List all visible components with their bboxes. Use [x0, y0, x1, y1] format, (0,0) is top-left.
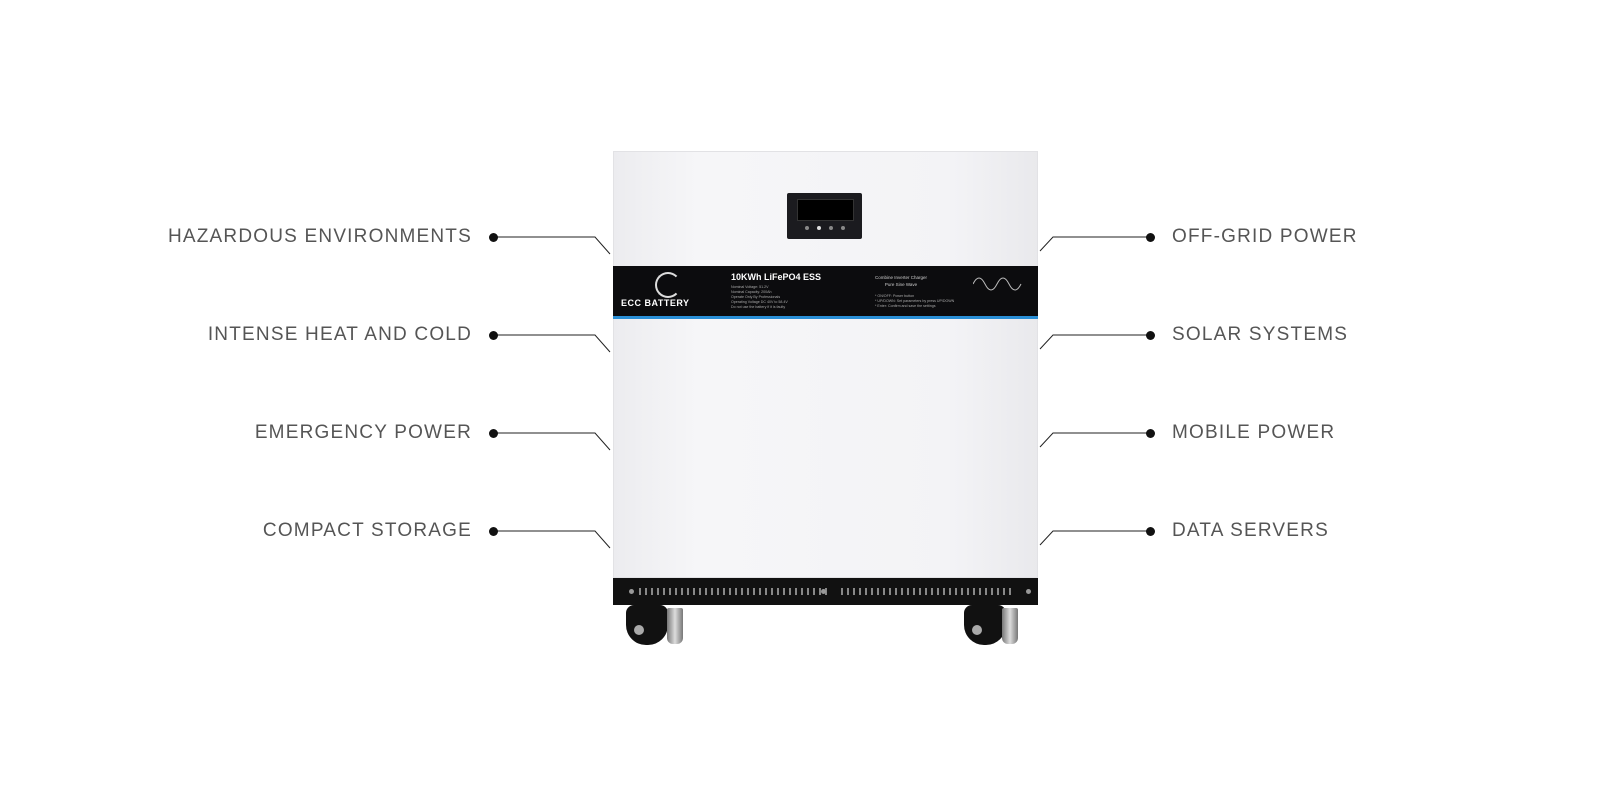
display-button[interactable]: [817, 226, 821, 230]
note-line: * ON/OFF: Power button: [875, 294, 915, 298]
connector-dot: [1146, 233, 1155, 242]
connector-dot: [1146, 331, 1155, 340]
sine-wave-icon: [973, 277, 1022, 291]
spec-line: Operating Voltage DC 40V to 58.4V: [731, 300, 788, 304]
inverter-title: Combine Inverter Charger Pure Sine Wave: [875, 274, 927, 288]
feature-label-left: EMERGENCY POWER: [254, 422, 472, 443]
connector-line: [1039, 334, 1150, 350]
connector-line: [494, 432, 611, 451]
screw: [1026, 589, 1031, 594]
inverter-title-line: Combine Inverter Charger: [875, 275, 928, 280]
connector-line: [494, 334, 611, 353]
connector-dot: [489, 331, 498, 340]
leveling-foot: [1002, 608, 1018, 644]
vent-slots: [639, 588, 829, 595]
connector-line: [1039, 236, 1150, 252]
note-line: * UP/DOWN: Set parameters by press UP/DO…: [875, 299, 955, 303]
connector-dot: [489, 233, 498, 242]
control-display: [787, 193, 862, 239]
display-button[interactable]: [805, 226, 809, 230]
caster-wheel: [964, 605, 1006, 645]
feature-label-right: MOBILE POWER: [1172, 422, 1336, 443]
display-button[interactable]: [829, 226, 833, 230]
feature-label-right: SOLAR SYSTEMS: [1172, 324, 1349, 345]
leveling-foot: [667, 608, 683, 644]
product-title: 10KWh LiFePO4 ESS: [731, 272, 822, 282]
screw: [629, 589, 634, 594]
inverter-title-line: Pure Sine Wave: [884, 282, 918, 287]
feature-label-left: HAZARDOUS ENVIRONMENTS: [167, 226, 472, 247]
spec-line: Nominal Voltage: 51.2V: [731, 285, 769, 289]
brand-name: ECC BATTERY: [621, 298, 690, 308]
connector-dot: [489, 429, 498, 438]
connector-line: [1039, 432, 1150, 448]
battery-cabinet: ECC BATTERY 10KWh LiFePO4 ESS Nominal Vo…: [613, 151, 1038, 578]
feature-label-left: INTENSE HEAT AND COLD: [207, 324, 472, 345]
lcd-screen: [797, 199, 854, 221]
connector-line: [494, 236, 611, 255]
feature-label-right: OFF-GRID POWER: [1172, 226, 1358, 247]
connector-line: [494, 530, 611, 549]
connector-dot: [1146, 429, 1155, 438]
cabinet-base: [613, 578, 1038, 605]
spec-line: Do not use the battery if it is faulty: [731, 305, 786, 309]
display-button[interactable]: [841, 226, 845, 230]
screw: [821, 589, 826, 594]
brand-logo: [655, 272, 681, 298]
connector-line: [1039, 530, 1150, 546]
caster-wheel: [626, 605, 668, 645]
product-label-band: ECC BATTERY 10KWh LiFePO4 ESS Nominal Vo…: [613, 266, 1038, 319]
spec-line: Operate Only By Professionals: [731, 295, 781, 299]
operation-notes: * ON/OFF: Power button * UP/DOWN: Set pa…: [875, 294, 954, 309]
spec-line: Nominal Capacity: 200Ah: [731, 290, 772, 294]
feature-label-right: DATA SERVERS: [1172, 520, 1329, 541]
feature-label-left: COMPACT STORAGE: [262, 520, 472, 541]
note-line: * Enter: Confirm and save the settings: [875, 304, 936, 308]
connector-dot: [1146, 527, 1155, 536]
product-specs: Nominal Voltage: 51.2V Nominal Capacity:…: [731, 285, 788, 310]
vent-slots: [841, 588, 1011, 595]
connector-dot: [489, 527, 498, 536]
